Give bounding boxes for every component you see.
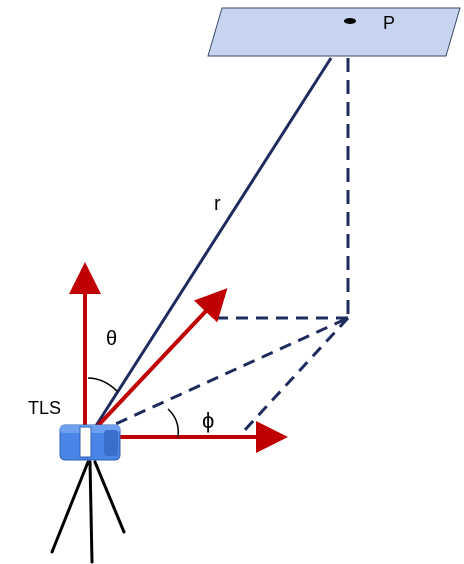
theta-angle-arc bbox=[87, 377, 119, 393]
y-axis-arrow bbox=[90, 288, 228, 434]
phi-label: ϕ bbox=[202, 408, 214, 433]
point-p-label: P bbox=[383, 13, 395, 33]
scanner-icon bbox=[59, 424, 121, 461]
range-label: r bbox=[214, 193, 221, 215]
target-plane bbox=[207, 7, 461, 57]
point-p-marker bbox=[344, 18, 356, 24]
phi-angle-arc bbox=[167, 408, 180, 438]
dashed-horizontal-projection bbox=[97, 316, 349, 434]
theta-label: θ bbox=[106, 328, 117, 350]
tripod-icon bbox=[50, 460, 126, 564]
range-line-r bbox=[90, 57, 333, 433]
dashed-projection-right bbox=[241, 316, 350, 434]
tls-label: TLS bbox=[28, 398, 61, 418]
